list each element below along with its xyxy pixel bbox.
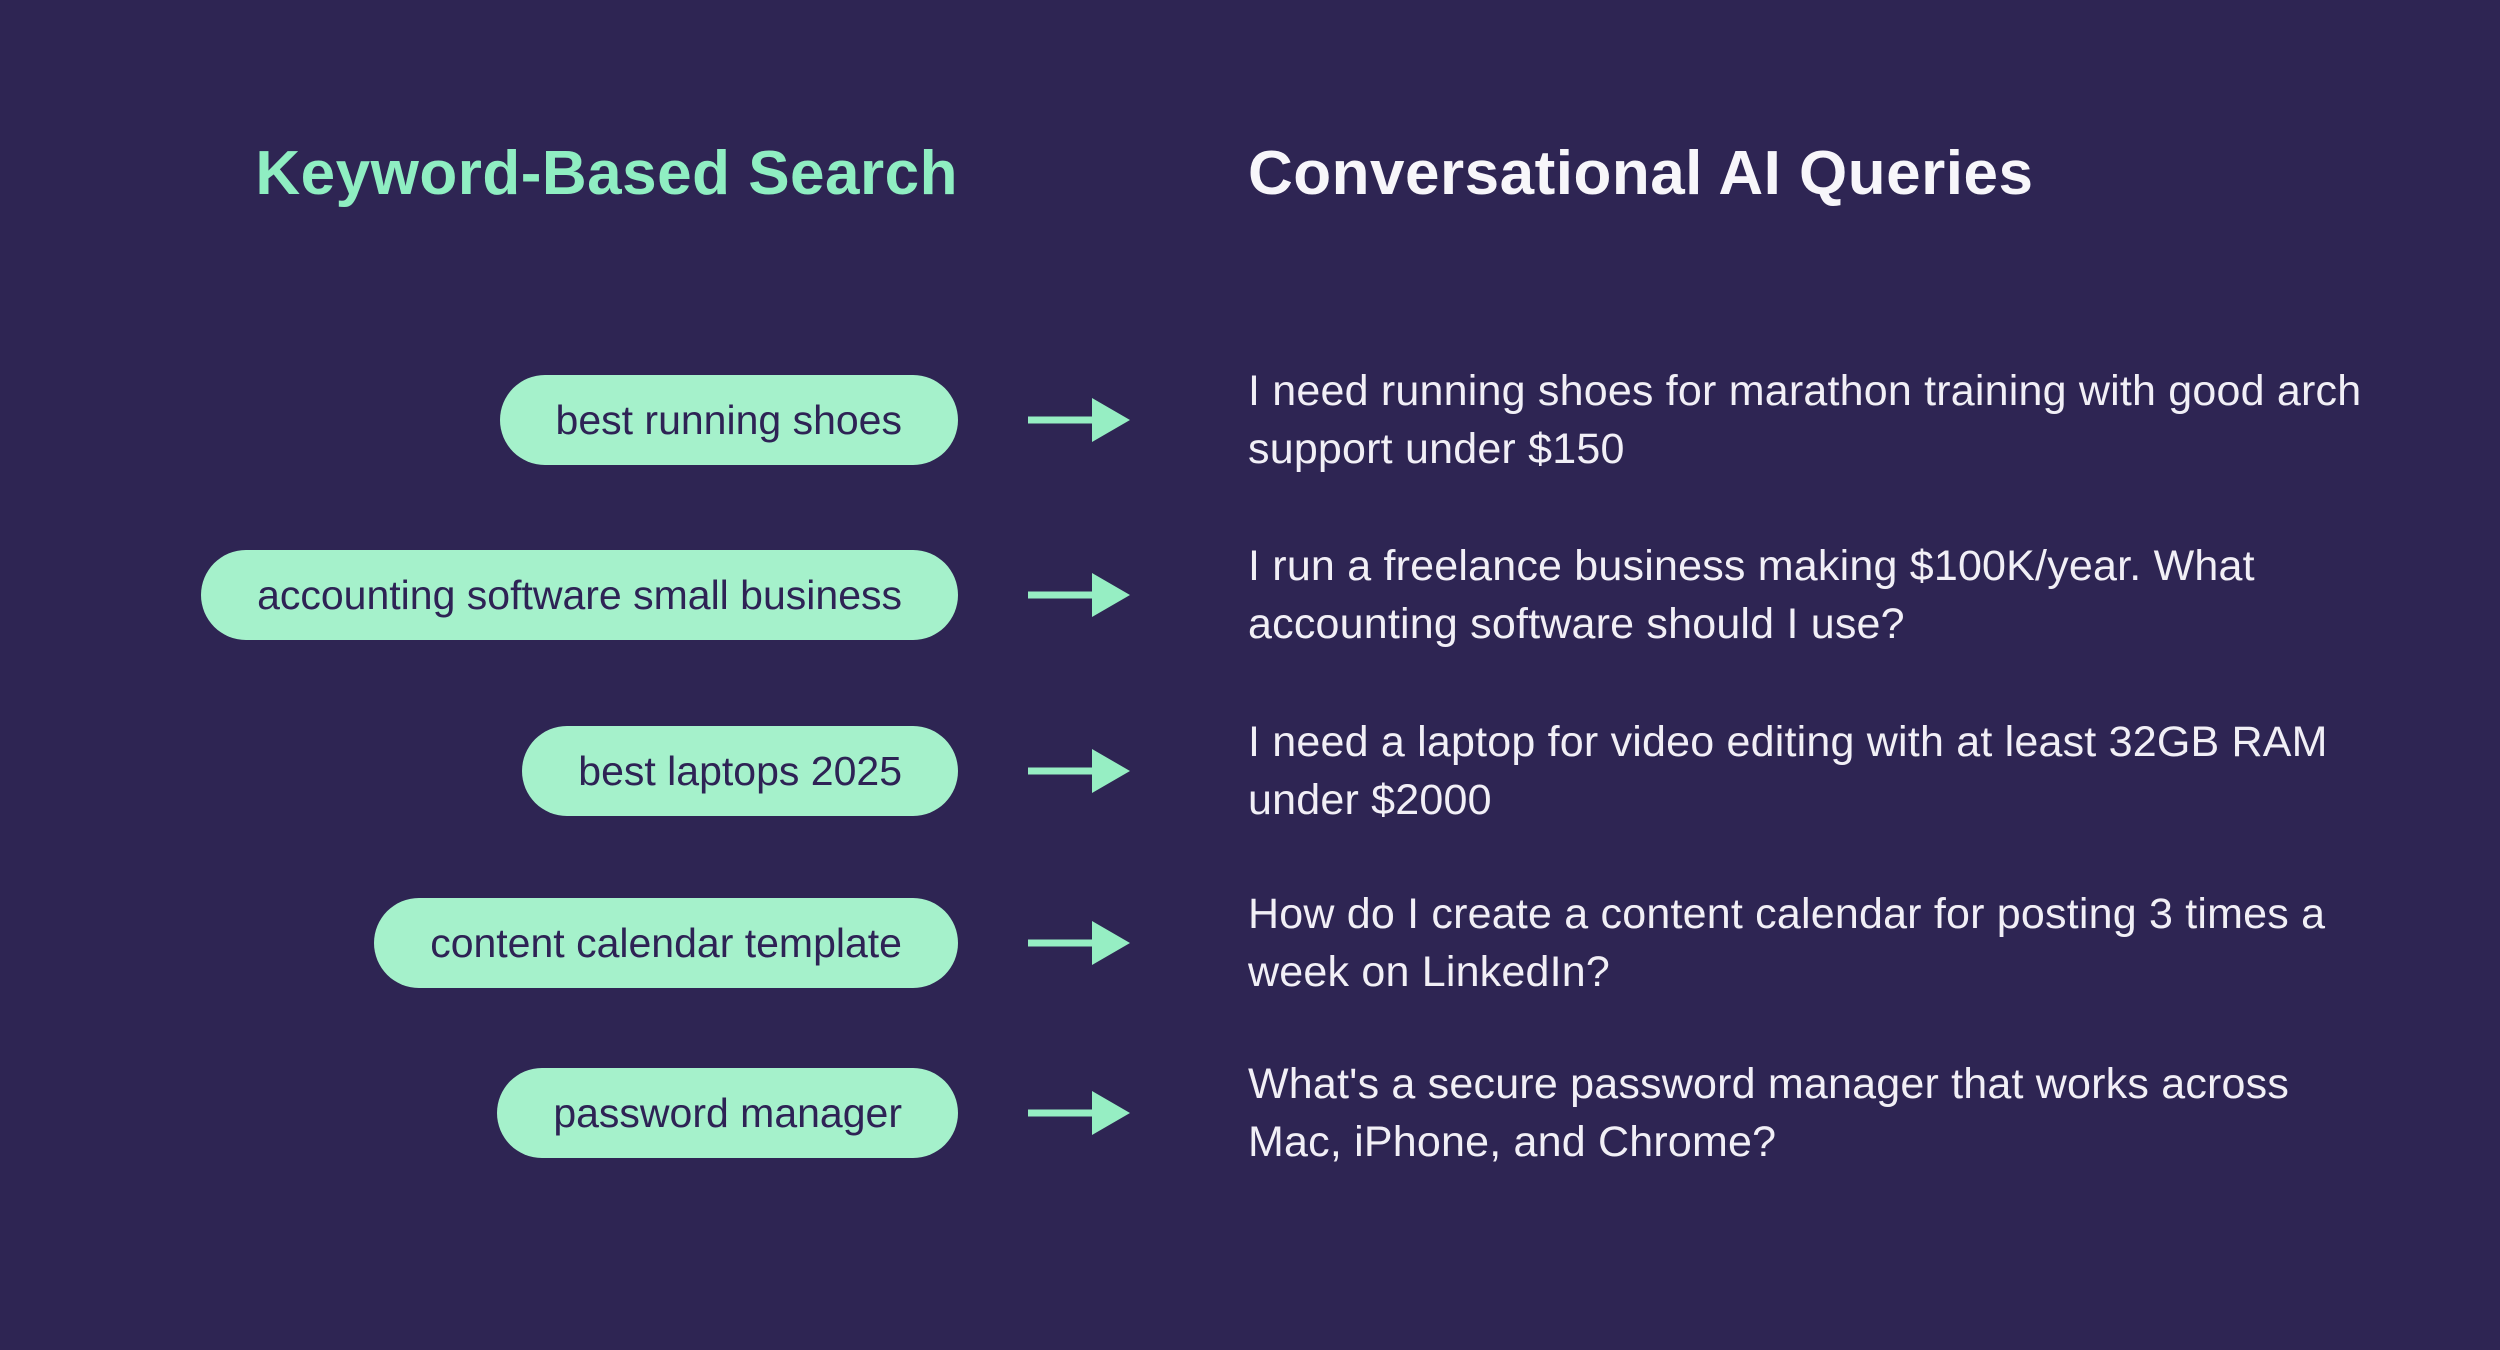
ai-query-text: How do I create a content calendar for p… bbox=[1248, 890, 2326, 996]
ai-query-text: I run a freelance business making $100K/… bbox=[1248, 542, 2255, 648]
ai-query-text: I need a laptop for video editing with a… bbox=[1248, 718, 2328, 824]
column-headers: Keyword-Based Search Conversational AI Q… bbox=[0, 128, 2500, 218]
ai-queries-title: Conversational AI Queries bbox=[1248, 138, 2034, 208]
keyword-pill: best laptops 2025 bbox=[522, 726, 958, 816]
arrow-right-icon bbox=[1028, 749, 1130, 793]
arrow-right-icon bbox=[1028, 398, 1130, 442]
arrow-right-icon bbox=[1028, 1091, 1130, 1135]
comparison-row: password manager What's a secure passwor… bbox=[0, 1055, 2500, 1166]
arrow-right-icon bbox=[1028, 573, 1130, 617]
comparison-row: best running shoes I need running shoes … bbox=[0, 362, 2500, 473]
comparison-row: accounting software small business I run… bbox=[0, 537, 2500, 648]
ai-query-text: I need running shoes for marathon traini… bbox=[1248, 367, 2362, 473]
keyword-pill: password manager bbox=[497, 1068, 958, 1158]
keyword-pill: content calendar template bbox=[374, 898, 958, 988]
keyword-search-title: Keyword-Based Search bbox=[255, 138, 958, 208]
comparison-row: content calendar template How do I creat… bbox=[0, 885, 2500, 996]
keyword-pill: best running shoes bbox=[499, 375, 958, 465]
keyword-pill: accounting software small business bbox=[201, 550, 958, 640]
arrow-right-icon bbox=[1028, 921, 1130, 965]
comparison-row: best laptops 2025 I need a laptop for vi… bbox=[0, 713, 2500, 824]
ai-query-text: What's a secure password manager that wo… bbox=[1248, 1060, 2290, 1166]
